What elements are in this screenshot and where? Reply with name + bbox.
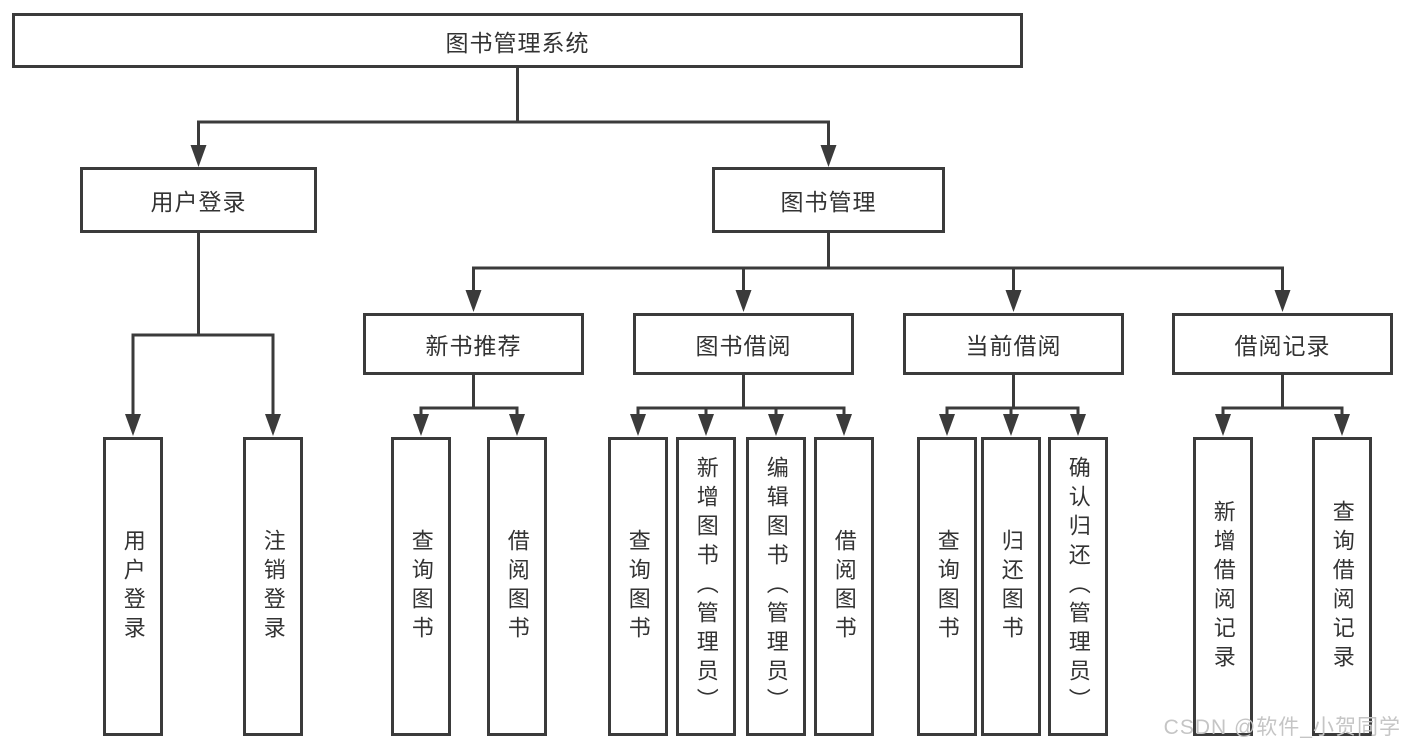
leaf-label: 新增图书（管理员）: [693, 456, 719, 717]
node-label: 图书管理系统: [445, 29, 590, 56]
leaf-label: 编辑图书（管理员）: [763, 456, 789, 717]
leaf-label: 注销登录: [260, 528, 286, 645]
leaf-label: 查询图书: [934, 528, 960, 645]
leaf-query-books-recommend: 查询图书: [391, 437, 451, 736]
leaf-query-books-borrow: 查询图书: [608, 437, 668, 736]
node-current-borrowing: 当前借阅: [903, 313, 1124, 375]
leaf-label: 归还图书: [998, 528, 1024, 645]
node-book-borrowing: 图书借阅: [633, 313, 854, 375]
leaf-label: 查询图书: [408, 528, 434, 645]
leaf-query-borrow-record: 查询借阅记录: [1312, 437, 1372, 736]
leaf-label: 确认归还（管理员）: [1065, 456, 1091, 717]
node-label: 借阅记录: [1234, 333, 1331, 359]
leaf-label: 借阅图书: [504, 528, 530, 645]
leaf-return-books: 归还图书: [981, 437, 1041, 736]
node-user-login: 用户登录: [80, 167, 317, 233]
leaf-label: 新增借阅记录: [1210, 499, 1236, 674]
leaf-borrow-books: 借阅图书: [814, 437, 874, 736]
node-label: 用户登录: [150, 189, 247, 215]
leaf-borrow-books-recommend: 借阅图书: [487, 437, 547, 736]
leaf-add-borrow-record: 新增借阅记录: [1193, 437, 1253, 736]
leaf-label: 用户登录: [120, 528, 146, 645]
node-label: 当前借阅: [965, 333, 1062, 359]
leaf-label: 查询借阅记录: [1329, 499, 1355, 674]
node-book-management: 图书管理: [712, 167, 945, 233]
csdn-watermark: CSDN @软件_小贺同学: [1163, 716, 1401, 739]
node-borrowing-records: 借阅记录: [1172, 313, 1393, 375]
leaf-logout: 注销登录: [243, 437, 303, 736]
node-label: 图书管理: [780, 189, 877, 215]
leaf-user-login: 用户登录: [103, 437, 163, 736]
node-label: 图书借阅: [695, 333, 792, 359]
leaf-query-books-current: 查询图书: [917, 437, 977, 736]
leaf-confirm-return-admin: 确认归还（管理员）: [1048, 437, 1108, 736]
leaf-edit-books-admin: 编辑图书（管理员）: [746, 437, 806, 736]
leaf-label: 查询图书: [625, 528, 651, 645]
node-label: 新书推荐: [425, 333, 522, 359]
node-new-book-recommendation: 新书推荐: [363, 313, 584, 375]
leaf-label: 借阅图书: [831, 528, 857, 645]
leaf-add-books-admin: 新增图书（管理员）: [676, 437, 736, 736]
node-root-library-management-system: 图书管理系统: [12, 13, 1023, 68]
